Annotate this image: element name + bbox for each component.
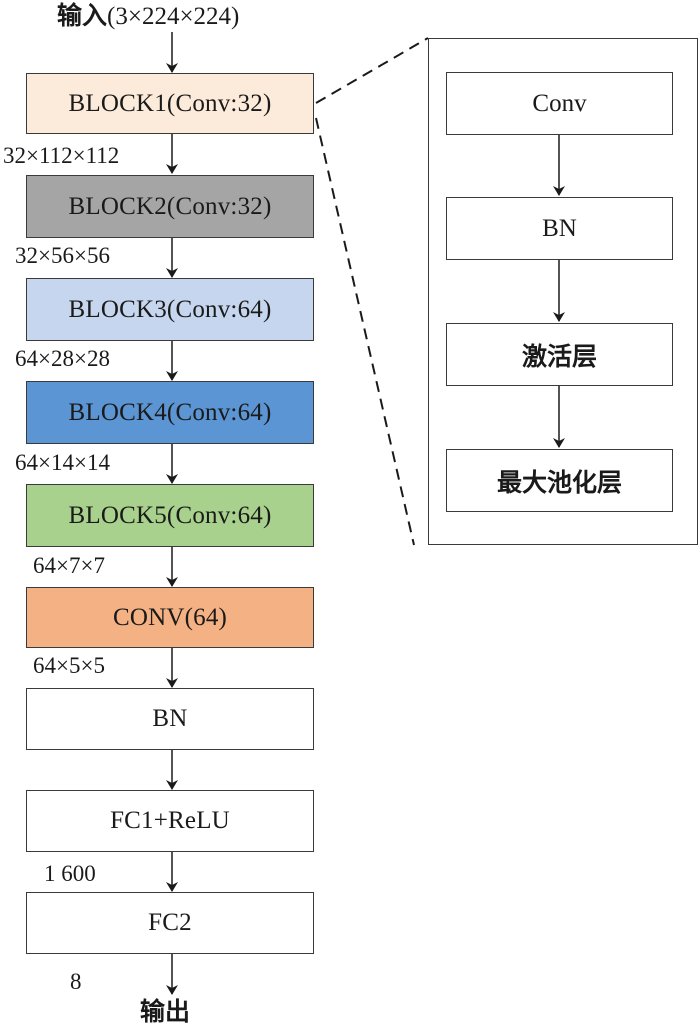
detail-bn-box: BN: [446, 197, 673, 260]
block4-box: BLOCK4(Conv:64): [26, 381, 314, 444]
output-label: 输出: [140, 999, 191, 1026]
fc1-relu-box: FC1+ReLU: [26, 790, 314, 852]
bn-box: BN: [26, 688, 314, 750]
block5-box: BLOCK5(Conv:64): [26, 484, 314, 547]
block-detail-panel: Conv BN 激活层 最大池化层: [428, 38, 698, 545]
dim-label-block5-out: 64×7×7: [33, 553, 105, 578]
input-shape: (3×224×224): [107, 3, 240, 30]
block2-box: BLOCK2(Conv:32): [26, 175, 314, 238]
detail-activation-box: 激活层: [446, 323, 673, 386]
conv-box: CONV(64): [26, 587, 314, 648]
dim-label-block3-out: 64×28×28: [15, 346, 110, 371]
dim-label-block2-out: 32×56×56: [15, 243, 110, 268]
input-text: 输入: [57, 3, 108, 30]
block1-box: BLOCK1(Conv:32): [26, 73, 314, 134]
detail-maxpool-box: 最大池化层: [446, 449, 673, 512]
zoom-line-top: [315, 37, 429, 104]
zoom-line-bottom: [315, 117, 415, 546]
dim-label-conv-out: 64×5×5: [33, 653, 105, 678]
input-label: 输入(3×224×224): [57, 4, 239, 29]
detail-conv-box: Conv: [446, 72, 673, 135]
block3-box: BLOCK3(Conv:64): [26, 278, 314, 341]
dim-label-block1-out: 32×112×112: [3, 143, 120, 168]
dim-label-block4-out: 64×14×14: [15, 450, 110, 475]
dim-label-fc1-out: 1 600: [44, 861, 96, 886]
fc2-box: FC2: [26, 892, 314, 954]
dim-label-fc2-out: 8: [70, 969, 82, 994]
